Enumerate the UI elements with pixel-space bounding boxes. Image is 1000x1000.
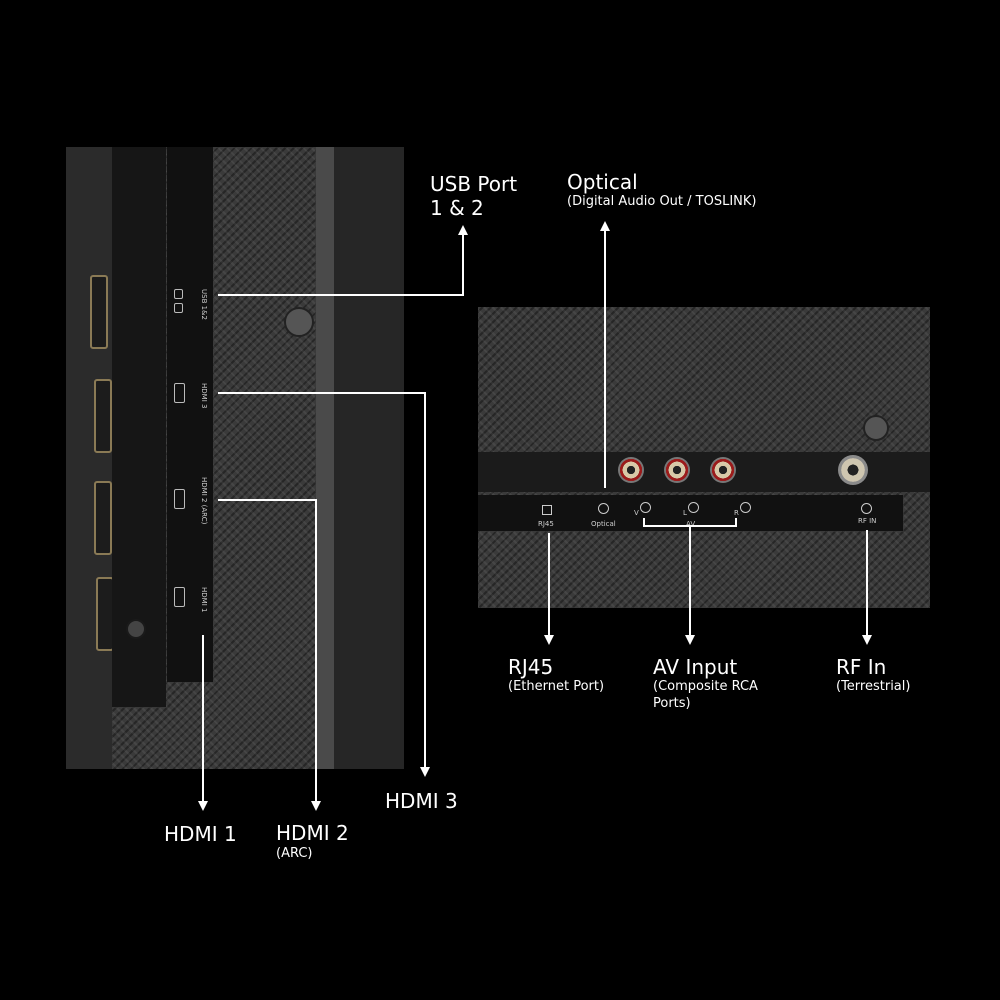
hdmi3-leader-line <box>218 392 430 777</box>
hdmi3-port-icon <box>174 383 185 403</box>
hdmi2-leader-line <box>218 499 321 811</box>
side-usb-port <box>90 275 108 349</box>
mounting-screw-icon <box>284 307 314 337</box>
av-callout-subtitle-line2: Ports) <box>653 696 691 711</box>
optical-port-icon <box>598 503 609 514</box>
rf-port-icon <box>861 503 872 514</box>
av-r-label: R <box>734 509 739 517</box>
av-left-port-icon <box>688 502 699 513</box>
panel-screw-icon <box>126 619 146 639</box>
hdmi2-callout-title: HDMI 2 <box>276 821 349 845</box>
rear-cover <box>334 147 404 769</box>
av-bracket-line <box>643 518 737 527</box>
av-right-port-icon <box>740 502 751 513</box>
side-panel-recess <box>112 147 166 707</box>
right-port-panel-photo: RJ45 Optical V L R AV RF IN <box>478 307 930 608</box>
av-port-label: AV <box>686 520 696 528</box>
rf-callout-title: RF In <box>836 655 887 679</box>
hdmi1-port-icon <box>174 587 185 607</box>
rf-connector <box>838 455 868 485</box>
hdmi2-callout-subtitle: (ARC) <box>276 846 313 861</box>
rca-connector-left <box>664 457 690 483</box>
optical-callout-subtitle: (Digital Audio Out / TOSLINK) <box>567 194 757 209</box>
rca-connector-video <box>618 457 644 483</box>
side-hdmi-port-2 <box>94 481 112 555</box>
hdmi3-callout-title: HDMI 3 <box>385 789 458 813</box>
hdmi2-port-icon <box>174 489 185 509</box>
av-v-label: V <box>634 509 639 517</box>
rj45-port-icon <box>542 505 552 515</box>
usb-callout-title-line2: 1 & 2 <box>430 196 484 220</box>
hdmi1-callout-title: HDMI 1 <box>164 822 237 846</box>
usb-callout-title: USB Port <box>430 172 518 196</box>
frame-edge <box>316 147 334 769</box>
side-panel-edge <box>66 147 112 769</box>
rf-port-label: RF IN <box>858 517 877 525</box>
rca-connector-right <box>710 457 736 483</box>
rj45-port-label: RJ45 <box>538 520 554 528</box>
av-video-port-icon <box>640 502 651 513</box>
rj45-callout-subtitle: (Ethernet Port) <box>508 679 605 694</box>
side-hdmi-port-1 <box>94 379 112 453</box>
av-callout-subtitle: (Composite RCA <box>653 679 758 694</box>
av-l-label: L <box>683 509 687 517</box>
optical-port-label: Optical <box>591 520 616 528</box>
av-callout-title: AV Input <box>653 655 738 679</box>
usb-leader-line <box>218 225 468 296</box>
optical-callout-title: Optical <box>567 170 638 194</box>
usb-port-icon-b <box>174 303 183 313</box>
rj45-callout-title: RJ45 <box>508 655 554 679</box>
usb-port-icon-a <box>174 289 183 299</box>
left-port-panel-photo: USB 1&2 HDMI 3 HDMI 2 (ARC) HDMI 1 <box>66 147 404 769</box>
rf-callout-subtitle: (Terrestrial) <box>836 679 911 694</box>
mounting-screw-icon <box>863 415 889 441</box>
